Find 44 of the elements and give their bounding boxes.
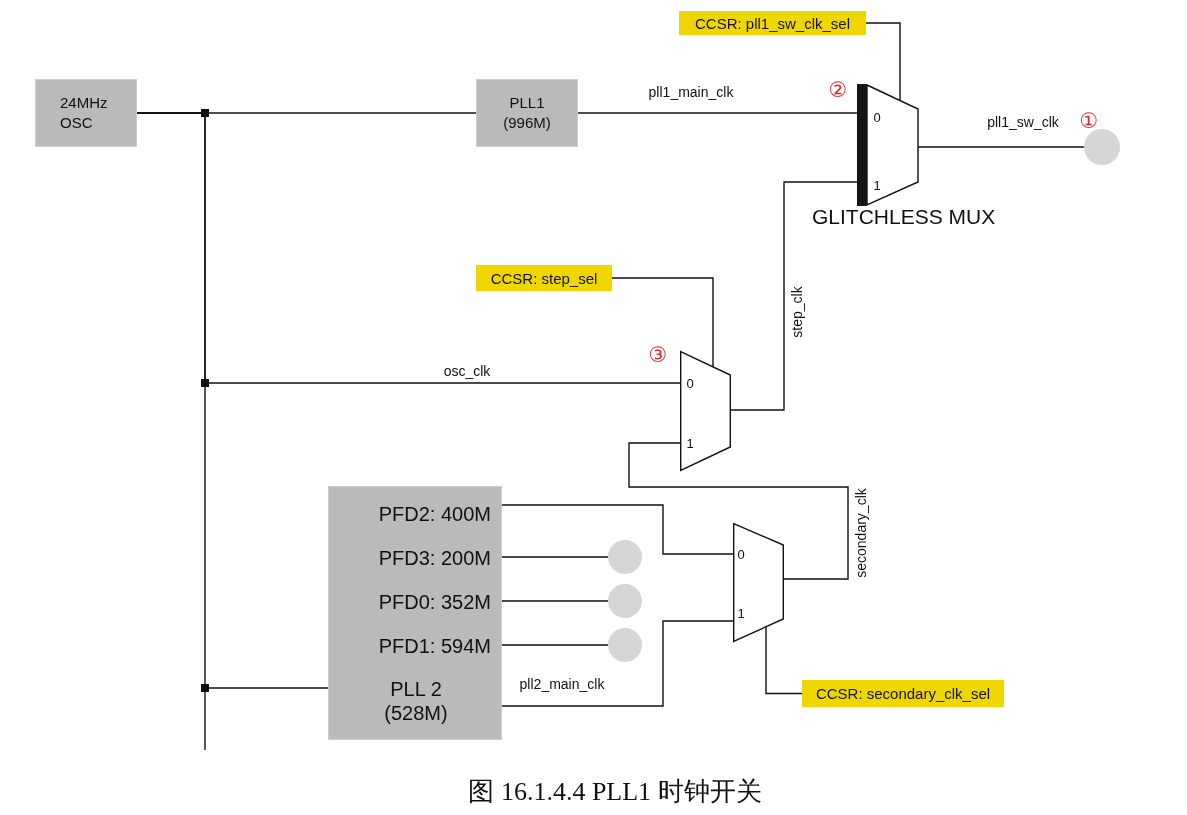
port-label: 0 — [737, 547, 745, 561]
callout-number: ① — [1079, 110, 1099, 132]
wire — [577, 112, 858, 114]
terminal-circle — [608, 628, 642, 662]
mux-title: GLITCHLESS MUX — [812, 206, 996, 227]
figure-caption: 图 16.1.4.4 PLL1 时钟开关 — [468, 777, 762, 807]
wire — [865, 22, 901, 101]
wire — [501, 600, 609, 603]
signal-label: step_clk — [790, 286, 804, 338]
signal-label: secondary_clk — [854, 488, 868, 578]
port-label: 1 — [686, 436, 694, 450]
pll-block — [328, 486, 502, 740]
terminal-circle — [1084, 129, 1120, 165]
signal-label: osc_clk — [443, 364, 491, 378]
output-label: PFD3: 200M — [378, 547, 502, 569]
port-label: 0 — [873, 110, 881, 124]
wire — [501, 620, 734, 707]
callout-number: ② — [828, 79, 848, 101]
register-label: CCSR: pll1_sw_clk_sel — [679, 11, 866, 35]
output-label: PFD1: 594M — [378, 635, 502, 657]
callout-number: ③ — [648, 344, 668, 366]
oscillator-box: 24MHz OSC — [35, 79, 137, 147]
terminal-circle — [608, 584, 642, 618]
wire — [611, 277, 714, 368]
output-label: PFD0: 352M — [378, 591, 502, 613]
wire — [501, 644, 609, 647]
wire — [765, 626, 803, 695]
signal-label: pll1_main_clk — [648, 85, 734, 99]
wire — [628, 442, 849, 580]
wire — [136, 112, 329, 689]
wire — [730, 181, 858, 411]
port-label: 1 — [737, 606, 745, 620]
pll-box: PLL1 (996M) — [476, 79, 578, 147]
output-label: PFD2: 400M — [378, 503, 502, 525]
terminal-circle — [608, 540, 642, 574]
register-label: CCSR: secondary_clk_sel — [802, 680, 1004, 707]
signal-label: pll1_sw_clk — [987, 115, 1059, 129]
wire — [501, 556, 609, 559]
block-label: PLL 2 (528M) — [383, 677, 449, 725]
signal-label: pll2_main_clk — [519, 677, 605, 691]
port-label: 0 — [686, 376, 694, 390]
port-label: 1 — [873, 178, 881, 192]
wire — [501, 504, 734, 555]
register-label: CCSR: step_sel — [476, 265, 612, 291]
